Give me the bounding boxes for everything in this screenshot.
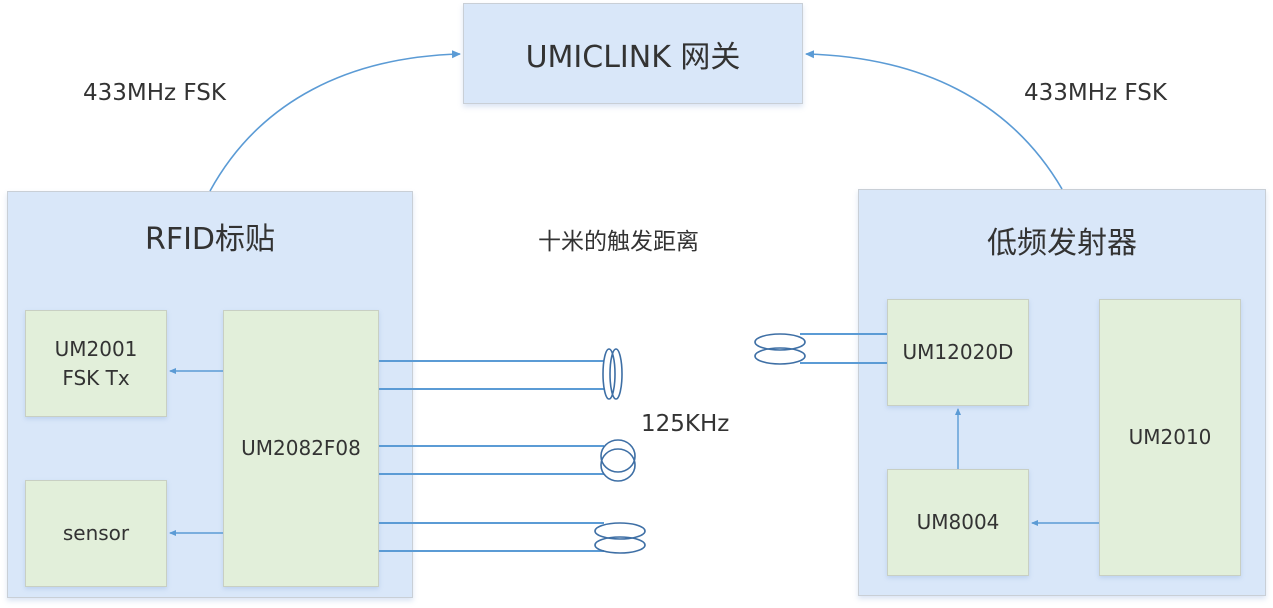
right-rf-arc bbox=[805, 50, 1063, 190]
chip-um8004: UM8004 bbox=[887, 469, 1029, 576]
z-axis-coil bbox=[379, 522, 646, 554]
chip-um2010-label: UM2010 bbox=[1128, 425, 1212, 449]
chip-um2001-line1: UM2001 bbox=[54, 336, 138, 361]
chip-um12020d: UM12020D bbox=[887, 299, 1029, 406]
chip-um2082f08-label: UM2082F08 bbox=[241, 436, 361, 460]
rfid-tag-title: RFID标贴 bbox=[144, 222, 276, 257]
chip-um12020d-label: UM12020D bbox=[902, 340, 1014, 364]
chip-um2082f08: UM2082F08 bbox=[223, 310, 379, 587]
chip-sensor-label: sensor bbox=[62, 521, 130, 545]
y-axis-coil bbox=[379, 439, 636, 482]
chip-um2001-line2: FSK Tx bbox=[62, 365, 130, 390]
gateway-box: UMICLINK 网关 bbox=[463, 3, 803, 104]
chip-um8004-label: UM8004 bbox=[916, 510, 1000, 534]
lf-transmitter-title: 低频发射器 bbox=[987, 226, 1137, 261]
x-axis-coil bbox=[379, 348, 623, 400]
gateway-label: UMICLINK 网关 bbox=[525, 39, 741, 75]
chip-sensor: sensor bbox=[25, 480, 167, 587]
left-rf-label: 433MHz FSK bbox=[83, 80, 226, 106]
lf-frequency-label: 125KHz bbox=[641, 411, 730, 437]
left-rf-arc bbox=[209, 50, 461, 192]
trigger-distance-label: 十米的触发距离 bbox=[538, 229, 699, 255]
chip-um2010: UM2010 bbox=[1099, 299, 1241, 576]
right-rf-label: 433MHz FSK bbox=[1024, 80, 1167, 106]
chip-um2001-fsk-tx: UM2001 FSK Tx bbox=[25, 310, 167, 417]
